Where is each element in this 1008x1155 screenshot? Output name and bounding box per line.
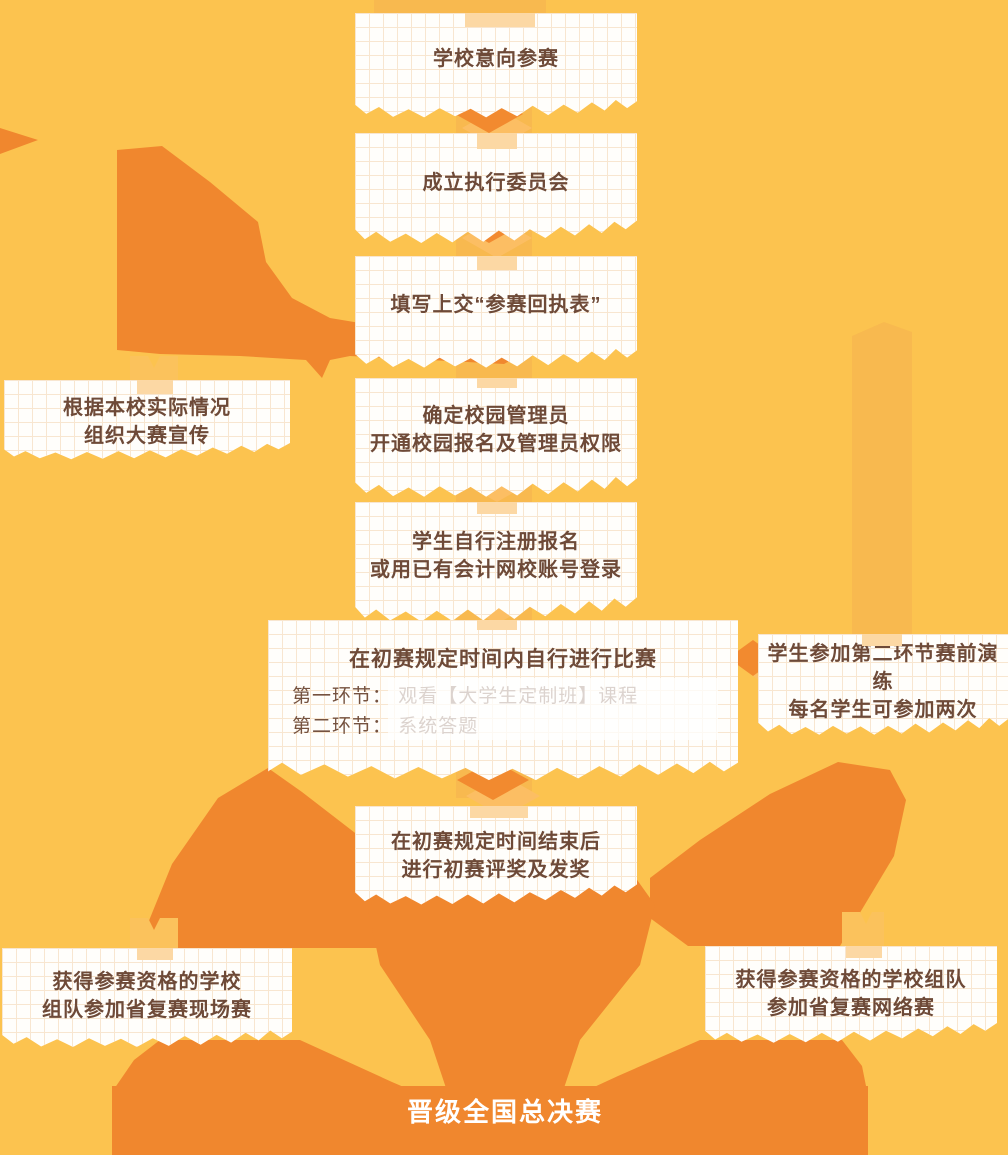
step-label: 填写上交“参赛回执表”	[390, 294, 602, 316]
step-label: 成立执行委员会	[422, 171, 570, 194]
blob-left-edge-wedge	[0, 128, 38, 154]
step-line: 在初赛规定时间结束后	[391, 831, 601, 853]
step-line: 进行初赛评奖及发奖	[401, 859, 591, 881]
grid-highlight-patch	[388, 678, 718, 740]
step-line: 组队参加省复赛现场赛	[42, 999, 252, 1021]
paper-tab-step4	[477, 378, 517, 388]
step-line: 开通校园报名及管理员权限	[370, 433, 622, 455]
blob-bottom-center-mass	[368, 856, 655, 1100]
forked-tab-branch-left	[130, 918, 178, 948]
blob-bottom-band	[112, 1086, 868, 1155]
step-line: 学生参加第二环节赛前演练	[767, 643, 999, 693]
flow-branch-onsite-semifinal: 获得参赛资格的学校 组队参加省复赛现场赛	[2, 948, 292, 1047]
paper-tab-branch-left	[137, 948, 173, 960]
paper-tab-step1	[465, 13, 535, 27]
flow-step-preliminary-match: 在初赛规定时间内自行进行比赛 第一环节： 观看【大学生定制班】课程 第二环节： …	[268, 620, 738, 780]
step-line: 确定校园管理员	[422, 405, 570, 427]
paper-tab-step5	[477, 502, 517, 514]
blob-left-swoosh	[117, 146, 536, 378]
paper-tab-step6	[477, 620, 517, 630]
step-line: 获得参赛资格的学校	[52, 971, 242, 993]
flow-side-practice: 学生参加第二环节赛前演练 每名学生可参加两次	[758, 634, 1008, 735]
step-line: 参加省复赛网络赛	[767, 997, 935, 1019]
flow-final-national-finals: 晋级全国总决赛	[406, 1097, 603, 1127]
right-ribbon	[852, 322, 912, 634]
step-line: 获得参赛资格的学校组队	[735, 969, 967, 991]
forked-tab-branch-right	[842, 912, 884, 946]
paper-tab-step3	[477, 256, 517, 270]
step-line: 根据本校实际情况	[63, 397, 231, 419]
paper-tab-side-right	[862, 634, 902, 646]
paper-tab-side-left	[137, 380, 173, 394]
flow-step-student-register: 学生自行注册报名 或用已有会计网校账号登录	[355, 502, 637, 622]
flow-step-school-intent: 学校意向参赛	[355, 13, 637, 117]
step-line: 学生自行注册报名	[412, 531, 580, 553]
blob-bottom-upper-right-arm	[650, 762, 906, 946]
flow-step-receipt-form: 填写上交“参赛回执表”	[355, 256, 637, 368]
flow-branch-online-semifinal: 获得参赛资格的学校组队 参加省复赛网络赛	[705, 946, 997, 1043]
step-line: 组织大赛宣传	[84, 425, 210, 447]
paper-tab-step2	[477, 133, 517, 149]
flow-step-campus-admin: 确定校园管理员 开通校园报名及管理员权限	[355, 378, 637, 497]
paper-tab-branch-right	[846, 946, 882, 958]
flow-step-committee: 成立执行委员会	[355, 133, 637, 243]
paper-tab-step7	[470, 806, 528, 818]
diamond-dark	[457, 760, 529, 800]
flow-step-awards: 在初赛规定时间结束后 进行初赛评奖及发奖	[355, 806, 637, 905]
forked-tab-side-left	[130, 356, 178, 386]
step-line: 或用已有会计网校账号登录	[370, 559, 622, 581]
step-line: 每名学生可参加两次	[788, 699, 978, 721]
step-title: 在初赛规定时间内自行进行比赛	[349, 648, 657, 671]
step-label: 学校意向参赛	[433, 48, 559, 70]
